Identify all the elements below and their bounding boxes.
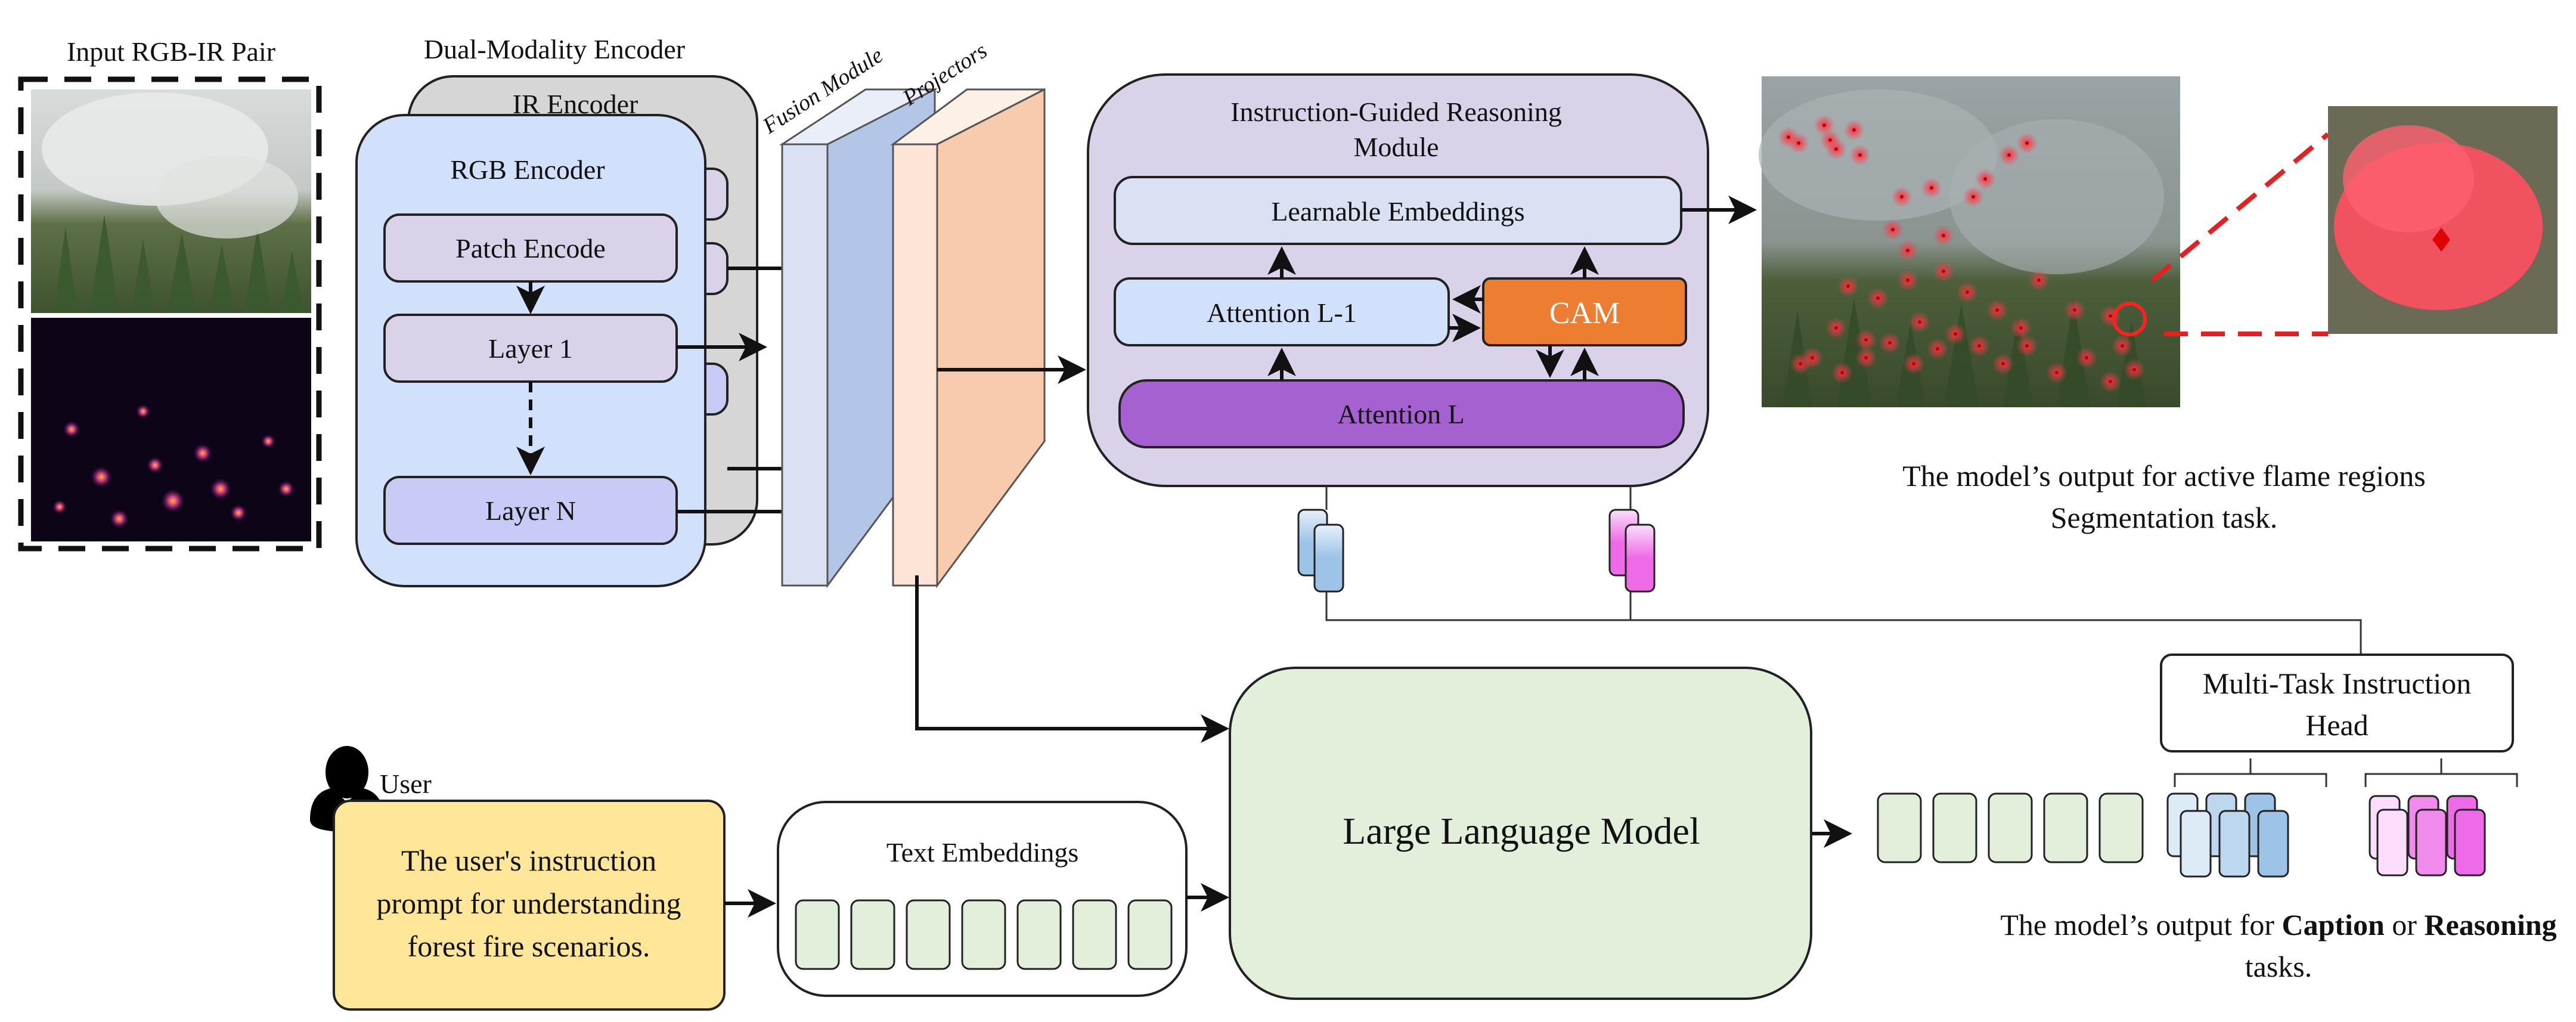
user-label: User: [380, 769, 432, 799]
encoder-title: Dual-Modality Encoder: [424, 34, 685, 64]
bracket-caption-tokens: [2174, 773, 2327, 787]
flame-point-mark: [1846, 284, 1850, 288]
segmentation-caption-line2: Segmentation task.: [2051, 501, 2278, 534]
flame-point-mark: [1930, 186, 1933, 190]
flame-point-mark: [2025, 141, 2029, 145]
output-blue-token-stack: [2166, 792, 2289, 878]
patch-encode-label: Patch Encode: [455, 233, 606, 264]
head-label-line1: Multi-Task Instruction: [2203, 667, 2472, 700]
output-green-token: [2098, 792, 2144, 863]
text-embedding-token: [1016, 899, 1062, 970]
flame-point-mark: [1942, 234, 1945, 237]
multi-task-head-box: [2160, 654, 2514, 752]
input-dashed-frame: [18, 76, 322, 552]
rgb-encoder-label: RGB Encoder: [450, 154, 605, 185]
text-embeddings-title: Text Embeddings: [886, 837, 1079, 868]
reasoning-title-line2: Module: [1353, 132, 1439, 162]
flame-point-mark: [2132, 368, 2136, 371]
input-title: Input RGB-IR Pair: [67, 36, 275, 67]
zoomed-flame-inset: [2328, 106, 2558, 334]
output-green-token: [1988, 792, 2033, 863]
head-label-line2: Head: [2305, 708, 2369, 742]
text-embedding-token: [961, 899, 1006, 970]
text-embedding-token: [850, 899, 895, 970]
flame-point-mark: [2121, 344, 2124, 348]
flame-point-mark: [1977, 344, 1981, 348]
flame-point-mark: [1966, 290, 1969, 294]
flame-point-mark: [1900, 195, 1904, 199]
blue-token-pair: [1297, 509, 1344, 593]
llm-block: [1229, 667, 1812, 1000]
user-prompt-line3: forest fire scenarios.: [408, 930, 650, 963]
flame-point-mark: [1834, 147, 1838, 151]
pink-token-pair: [1608, 509, 1656, 593]
layer-1-label: Layer 1: [488, 333, 573, 364]
output-green-tokens: [1877, 792, 2144, 863]
text-embedding-token: [795, 899, 840, 970]
user-prompt-line1: The user's instruction: [401, 844, 656, 877]
reasoning-title-line1: Instruction-Guided Reasoning: [1230, 97, 1562, 127]
flame-point-mark: [1864, 356, 1868, 360]
flame-point-mark: [1912, 362, 1915, 366]
flame-point-mark: [1891, 228, 1895, 231]
attention-l-1-label: Attention L-1: [1207, 298, 1357, 328]
rgb-input-image: [31, 89, 311, 313]
flame-point-mark: [1840, 371, 1844, 374]
flame-point-mark: [1995, 308, 1999, 312]
arrow-projector-to-llm: [915, 575, 1229, 743]
flame-point-mark: [1852, 128, 1856, 132]
segmentation-caption-line1: The model’s output for active flame regi…: [1902, 459, 2426, 493]
flame-point-mark: [2025, 344, 2029, 348]
flame-point-mark: [1888, 341, 1892, 345]
flame-point-mark: [1864, 338, 1868, 342]
output-pink-token-stack: [2369, 795, 2486, 877]
flame-point-mark: [2007, 153, 2011, 157]
connector-tokens-to-head: [1325, 591, 2362, 655]
flame-point-mark: [1936, 347, 1939, 351]
ir-input-image: [31, 318, 311, 541]
flame-point-mark: [1797, 141, 1800, 145]
flame-point-mark: [1811, 356, 1814, 360]
projectors-slab: [890, 88, 1046, 589]
flame-point-mark: [2019, 326, 2023, 330]
output-green-token: [2043, 792, 2088, 863]
flame-point-mark: [2055, 371, 2059, 374]
output-caption-line2: tasks.: [2245, 950, 2312, 983]
attention-l-block: [1118, 379, 1685, 448]
attention-l-label: Attention L: [1337, 399, 1464, 429]
flame-point-mark: [2109, 380, 2112, 383]
zoom-line-top: [2150, 132, 2330, 283]
flame-point-mark: [2109, 314, 2112, 318]
text-embedding-token: [906, 899, 951, 970]
text-embedding-token: [1127, 899, 1173, 970]
text-embedding-token: [1072, 899, 1117, 970]
flame-point-mark: [2001, 362, 2005, 366]
llm-label: Large Language Model: [1343, 810, 1700, 852]
flame-point-mark: [1799, 362, 1802, 366]
output-caption-line1: The model’s output for Caption or Reason…: [2000, 908, 2556, 942]
output-green-token: [1877, 792, 1922, 863]
flame-point-mark: [1954, 332, 1957, 336]
flame-point-mark: [1918, 320, 1921, 324]
flame-point-mark: [2085, 356, 2088, 360]
learnable-embeddings-label: Learnable Embeddings: [1271, 196, 1524, 227]
flame-point-mark: [1834, 326, 1838, 330]
flame-point-mark: [2073, 308, 2076, 312]
flame-point-mark: [1906, 249, 1909, 252]
flame-point-mark: [1822, 123, 1826, 127]
flame-point-mark: [1983, 177, 1987, 181]
bracket-reasoning-tokens: [2364, 773, 2518, 787]
flame-point-mark: [2037, 278, 2041, 282]
text-embedding-tokens: [795, 899, 1173, 970]
user-prompt-line2: prompt for understanding: [376, 887, 681, 920]
flame-point-mark: [1942, 270, 1945, 273]
flame-point-mark: [1876, 296, 1880, 300]
output-green-token: [1932, 792, 1977, 863]
segmentation-output-image: [1759, 76, 2180, 407]
flame-point-mark: [1971, 195, 1975, 199]
flame-point-mark: [1906, 278, 1909, 282]
flame-point-mark: [1858, 153, 1862, 157]
layer-n-label: Layer N: [485, 495, 576, 526]
cam-label: CAM: [1549, 296, 1620, 330]
